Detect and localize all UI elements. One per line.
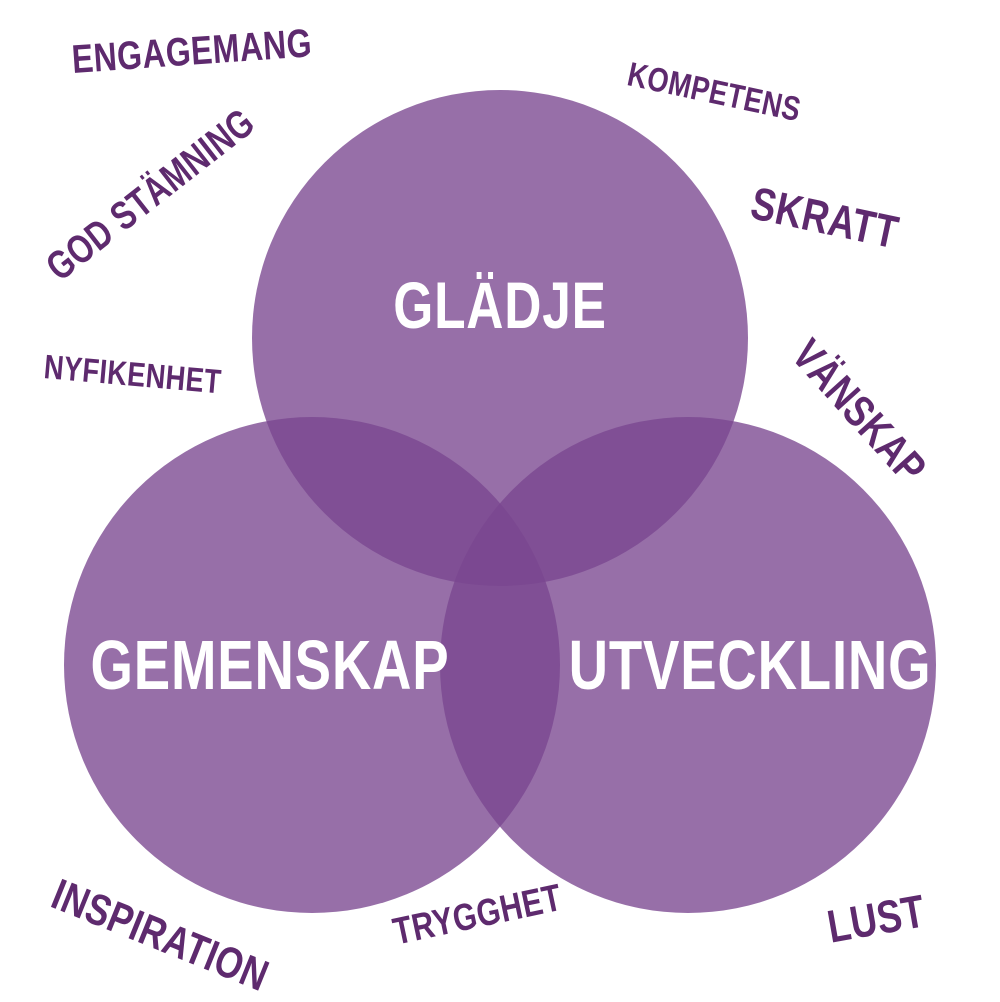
- circle-label-gemenskap: GEMENSKAP: [90, 626, 450, 704]
- circle-utveckling: [440, 417, 936, 913]
- circle-label-gladje: GLÄDJE: [393, 268, 607, 342]
- circle-label-utveckling: UTVECKLING: [568, 626, 932, 704]
- circle-gemenskap: [64, 417, 560, 913]
